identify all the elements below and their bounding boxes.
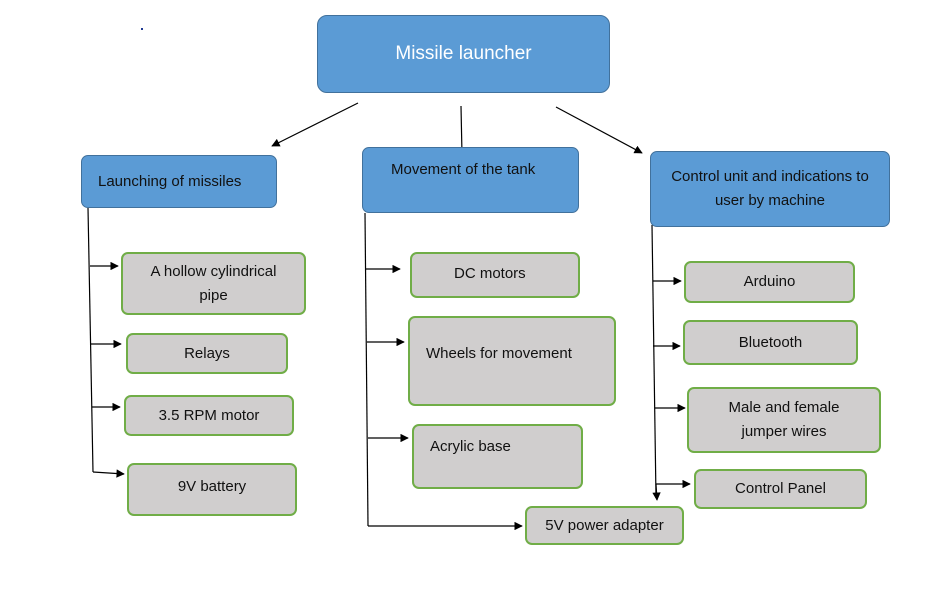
component-label: Acrylic base xyxy=(430,438,511,455)
component-jumper-wires: Male and female jumper wires xyxy=(687,387,881,453)
component-label: DC motors xyxy=(454,265,526,282)
component-9v-battery: 9V battery xyxy=(127,463,297,516)
category-launching: Launching of missiles xyxy=(81,155,277,208)
component-arduino: Arduino xyxy=(684,261,855,303)
root-node: Missile launcher xyxy=(317,15,610,93)
category-movement: Movement of the tank xyxy=(362,147,579,213)
component-label: Arduino xyxy=(743,273,796,290)
category-label: Control unit and indications to user by … xyxy=(671,168,869,209)
category-label: Movement of the tank xyxy=(391,161,536,178)
component-label: Male and female jumper wires xyxy=(728,399,840,440)
launching-trunk xyxy=(87,207,94,473)
arrow-root-to-movement xyxy=(457,105,467,156)
component-dc-motors: DC motors xyxy=(410,252,580,298)
arrow-control-to-adapter xyxy=(652,483,661,501)
control-trunk xyxy=(651,224,657,499)
component-hollow-pipe: A hollow cylindrical pipe xyxy=(121,252,306,315)
component-label: Control Panel xyxy=(735,480,826,497)
component-label: A hollow cylindrical pipe xyxy=(150,262,277,304)
component-wheels: Wheels for movement xyxy=(408,316,616,406)
component-label: 5V power adapter xyxy=(545,516,664,534)
component-label: Relays xyxy=(184,344,230,362)
component-control-panel: Control Panel xyxy=(694,469,867,509)
component-relays: Relays xyxy=(126,333,288,374)
component-label: Bluetooth xyxy=(738,334,803,351)
component-bluetooth: Bluetooth xyxy=(683,320,858,365)
category-control: Control unit and indications to user by … xyxy=(650,151,890,227)
arrow-root-to-control xyxy=(555,106,643,154)
component-label: 3.5 RPM motor xyxy=(158,406,260,424)
component-5v-adapter: 5V power adapter xyxy=(525,506,684,545)
arrow-to-battery xyxy=(92,469,125,478)
component-label: Wheels for movement xyxy=(426,345,572,362)
component-label: 9V battery xyxy=(177,478,247,495)
root-label: Missile launcher xyxy=(395,43,532,64)
movement-trunk xyxy=(364,212,369,527)
stray-dot xyxy=(141,28,143,30)
component-acrylic-base: Acrylic base xyxy=(412,424,583,489)
component-rpm-motor: 3.5 RPM motor xyxy=(124,395,294,436)
arrow-root-to-launching xyxy=(271,102,359,147)
category-label: Launching of missiles xyxy=(98,172,242,190)
